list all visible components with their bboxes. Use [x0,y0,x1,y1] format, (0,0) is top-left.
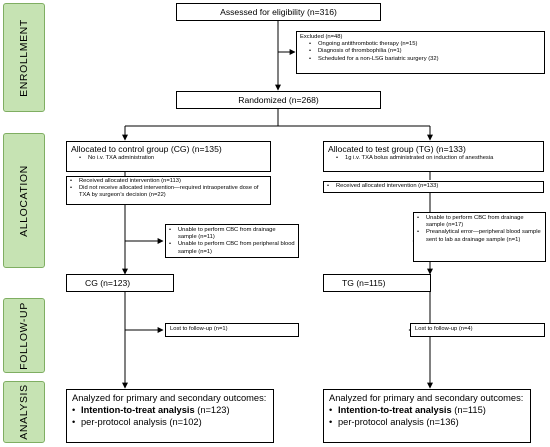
control-received-item: Received allocated intervention (n=113) [70,178,267,185]
test-lost-text: Lost to follow-up (n=4) [415,326,473,332]
test-pp-item: per-protocol analysis (n=136) [329,416,525,428]
control-itt-n: (n=123) [194,405,230,415]
test-excluded-list: Unable to perform CBC from drainage samp… [417,215,542,244]
stage-analysis: ANALYSIS [3,381,45,443]
control-group-text: CG (n=123) [85,278,131,288]
control-excluded-item: Unable to perform CBC from drainage samp… [169,227,295,241]
excluded-list: Ongoing antithrombotic therapy (n=15) Di… [300,41,541,63]
control-lost-box: Lost to follow-up (n=1) [165,323,299,337]
test-itt-n: (n=115) [451,405,486,415]
control-received-list: Received allocated intervention (n=113) … [70,178,267,200]
test-analysis-box: Analyzed for primary and secondary outco… [323,389,531,443]
stage-follow-up: FOLLOW-UP [3,298,45,373]
control-excluded-box: Unable to perform CBC from drainage samp… [165,224,299,258]
control-analysis-list: Intention-to-treat analysis (n=123) per-… [72,404,268,428]
control-received-item: Did not receive allocated intervention—r… [70,185,267,199]
control-received-box: Received allocated intervention (n=113) … [66,176,271,205]
test-allocated-item: 1g i.v. TXA bolus administrated on induc… [336,155,539,162]
excluded-item: Diagnosis of thrombophilia (n=1) [309,48,541,55]
control-itt-item: Intention-to-treat analysis (n=123) [72,404,268,416]
test-group-text: TG (n=115) [342,278,386,288]
test-excluded-item: Preanalytical error—peripheral blood sam… [417,229,542,243]
stage-allocation-label: ALLOCATION [18,164,30,237]
randomized-split [125,108,430,127]
control-lost-text: Lost to follow-up (n=1) [170,326,228,332]
test-itt-label: Intention-to-treat analysis [338,405,452,415]
randomized-text: Randomized (n=268) [238,95,319,105]
test-received-item: Received allocated intervention (n=133) [327,183,540,190]
test-received-list: Received allocated intervention (n=133) [327,183,540,190]
test-analysis-list: Intention-to-treat analysis (n=115) per-… [329,404,525,428]
test-group-box: TG (n=115) [323,274,431,292]
test-lost-box: Lost to follow-up (n=4) [410,323,545,337]
control-allocated-list: No i.v. TXA administration [71,155,266,162]
control-allocated-box: Allocated to control group (CG) (n=135) … [66,141,271,172]
control-excluded-item: Unable to perform CBC from peripheral bl… [169,241,295,255]
stage-enrollment-label: ENROLLMENT [18,18,30,97]
test-itt-item: Intention-to-treat analysis (n=115) [329,404,525,416]
stage-allocation: ALLOCATION [3,133,45,268]
assessed-box: Assessed for eligibility (n=316) [176,3,381,21]
test-received-box: Received allocated intervention (n=133) [323,181,544,193]
stage-enrollment: ENROLLMENT [3,3,45,112]
stage-analysis-label: ANALYSIS [18,384,30,440]
assessed-text: Assessed for eligibility (n=316) [220,7,337,17]
control-group-box: CG (n=123) [66,274,174,292]
test-allocated-list: 1g i.v. TXA bolus administrated on induc… [328,155,539,162]
excluded-item: Scheduled for a non-LSG bariatric surger… [309,56,541,63]
control-pp-item: per-protocol analysis (n=102) [72,416,268,428]
stage-follow-up-label: FOLLOW-UP [18,301,30,370]
excluded-item: Ongoing antithrombotic therapy (n=15) [309,41,541,48]
control-allocated-title: Allocated to control group (CG) (n=135) [71,144,222,154]
control-analysis-title: Analyzed for primary and secondary outco… [72,393,267,403]
test-analysis-title: Analyzed for primary and secondary outco… [329,393,524,403]
control-excluded-list: Unable to perform CBC from drainage samp… [169,227,295,256]
test-excluded-item: Unable to perform CBC from drainage samp… [417,215,542,229]
test-allocated-box: Allocated to test group (TG) (n=133) 1g … [323,141,544,172]
control-allocated-item: No i.v. TXA administration [79,155,266,162]
control-itt-label: Intention-to-treat analysis [81,405,195,415]
control-analysis-box: Analyzed for primary and secondary outco… [66,389,274,443]
test-excluded-box: Unable to perform CBC from drainage samp… [413,212,546,262]
excluded-box: Excluded (n=48) Ongoing antithrombotic t… [296,31,545,74]
randomized-box: Randomized (n=268) [176,91,381,109]
test-allocated-title: Allocated to test group (TG) (n=133) [328,144,466,154]
excluded-title: Excluded (n=48) [300,34,343,40]
